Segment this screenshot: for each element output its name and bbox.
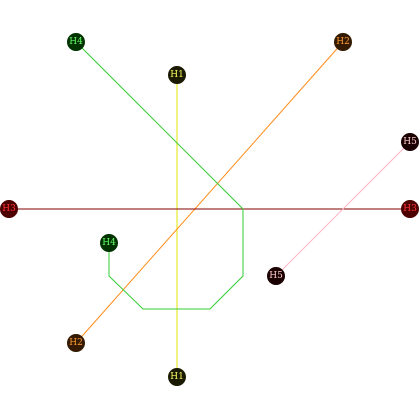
node-h4-top[interactable]: H4 <box>67 33 85 51</box>
node-label: H4 <box>102 238 116 248</box>
node-label: H1 <box>170 372 184 382</box>
node-label: H1 <box>170 70 184 80</box>
node-label: H3 <box>2 204 16 214</box>
node-h5-top[interactable]: H5 <box>401 133 419 151</box>
node-h2-top[interactable]: H2 <box>334 33 352 51</box>
node-h3-right[interactable]: H3 <box>401 200 419 218</box>
node-label: H4 <box>69 37 83 47</box>
node-label: H5 <box>269 271 283 281</box>
node-label: H3 <box>403 204 417 214</box>
node-label: H2 <box>336 37 350 47</box>
node-h5-bottom[interactable]: H5 <box>267 267 285 285</box>
links-layer <box>9 41 411 377</box>
node-h4-bottom[interactable]: H4 <box>100 234 118 252</box>
link-h5 <box>275 141 411 277</box>
node-h1-bottom[interactable]: H1 <box>168 368 186 386</box>
node-h3-left[interactable]: H3 <box>0 200 18 218</box>
node-label: H5 <box>403 137 417 147</box>
link-h4 <box>75 41 244 310</box>
node-label: H2 <box>69 338 83 348</box>
link-h2 <box>75 41 344 344</box>
node-h2-bottom[interactable]: H2 <box>67 334 85 352</box>
node-h1-top[interactable]: H1 <box>168 66 186 84</box>
nodes-layer: H1 H1 H2 H2 H3 H3 H4 H4 <box>0 33 419 386</box>
